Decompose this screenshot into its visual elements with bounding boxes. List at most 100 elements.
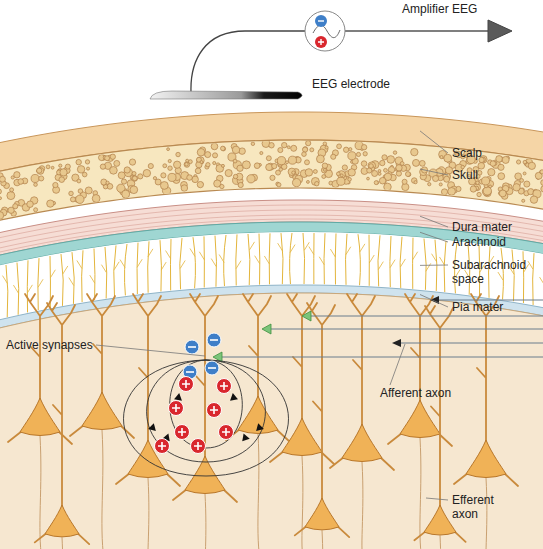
neurons bbox=[8, 294, 518, 549]
trabecula-branch bbox=[199, 252, 204, 260]
trabecula bbox=[512, 250, 514, 302]
bone-pore bbox=[92, 195, 100, 203]
field-arrow bbox=[254, 422, 264, 431]
bone-pore bbox=[251, 142, 254, 145]
plus-sign bbox=[220, 382, 228, 390]
trabecula bbox=[259, 234, 261, 285]
bone-pore bbox=[130, 186, 138, 194]
bone-pore bbox=[143, 169, 150, 176]
bone-pore bbox=[86, 167, 89, 170]
bone-pore bbox=[411, 148, 418, 155]
leader-line bbox=[420, 295, 448, 307]
trabecula-branch bbox=[330, 249, 335, 257]
plus-sign bbox=[318, 39, 324, 45]
bone-pore bbox=[168, 173, 176, 181]
bone-pore bbox=[59, 177, 65, 183]
trabecula-branch bbox=[120, 260, 125, 268]
bone-pore bbox=[220, 184, 224, 188]
trabecula bbox=[303, 233, 305, 284]
amplifier-wave bbox=[313, 25, 340, 37]
trabecula-branch bbox=[528, 261, 533, 269]
bone-pore bbox=[470, 186, 476, 192]
bone-pore bbox=[0, 189, 1, 194]
bone-pore bbox=[242, 161, 250, 169]
bone-pore bbox=[266, 156, 271, 161]
bone-pore bbox=[213, 161, 216, 164]
bone-pore bbox=[110, 154, 115, 159]
amplifier bbox=[305, 11, 345, 51]
trabecula bbox=[82, 250, 83, 302]
trabecula bbox=[27, 260, 29, 312]
bone-pore bbox=[361, 145, 366, 150]
trabecula bbox=[444, 241, 446, 292]
bone-pore bbox=[270, 175, 275, 180]
bone-pore bbox=[516, 160, 520, 164]
bone-pore bbox=[233, 174, 237, 178]
bone-pore bbox=[502, 156, 509, 163]
synapse-terminal bbox=[262, 324, 271, 334]
arrowhead bbox=[392, 339, 401, 347]
bone-pore bbox=[292, 171, 295, 174]
dendrite bbox=[270, 294, 334, 464]
trabecula bbox=[160, 240, 161, 291]
bone-pore bbox=[433, 176, 439, 182]
bone-pore bbox=[523, 172, 526, 175]
bone-pore bbox=[336, 172, 340, 176]
bone-pore bbox=[393, 151, 397, 155]
bone-pore bbox=[160, 182, 168, 190]
trabecula-branch bbox=[190, 248, 195, 256]
afferent-axon-line bbox=[398, 343, 543, 344]
bone-pore bbox=[302, 147, 307, 152]
trabecula-branch bbox=[346, 247, 351, 255]
bone-pore bbox=[13, 204, 18, 209]
bone-pore bbox=[129, 159, 135, 165]
bone-pore bbox=[363, 152, 367, 156]
trabecula bbox=[345, 234, 347, 285]
bone-pore bbox=[76, 195, 84, 203]
bone-pore bbox=[419, 160, 425, 166]
bone-pore bbox=[161, 173, 166, 178]
positive-charge bbox=[207, 403, 222, 418]
neuron-soma bbox=[424, 505, 456, 535]
bone-pore bbox=[266, 164, 273, 171]
trabecula bbox=[378, 235, 380, 286]
trabecula-branch bbox=[309, 247, 314, 255]
synapse-terminal bbox=[302, 311, 311, 321]
bone-pore bbox=[78, 189, 83, 194]
bone-pore bbox=[323, 142, 327, 146]
negative-charge bbox=[207, 333, 221, 347]
bone-pore bbox=[238, 182, 243, 187]
bone-pore bbox=[411, 178, 417, 184]
bone-pore bbox=[541, 180, 543, 186]
bone-pore bbox=[247, 175, 255, 183]
bone-pore bbox=[34, 208, 38, 212]
afferent-axon-line bbox=[268, 329, 543, 330]
positive-charge bbox=[219, 425, 234, 440]
bone-pore bbox=[132, 175, 138, 181]
trabecula bbox=[400, 237, 402, 288]
trabecula bbox=[248, 234, 250, 285]
charges bbox=[155, 333, 234, 454]
bone-pore bbox=[285, 161, 288, 164]
bone-pore bbox=[498, 164, 504, 170]
bone-pore bbox=[277, 183, 281, 187]
bone-pore bbox=[195, 168, 201, 174]
label: Skull bbox=[452, 168, 478, 182]
bone-pore bbox=[342, 165, 347, 170]
signal-line bbox=[345, 30, 490, 32]
trabecula-branch bbox=[219, 255, 224, 263]
trabecula-branch bbox=[498, 272, 503, 280]
positive-charge bbox=[179, 377, 194, 392]
bone-pore bbox=[138, 174, 143, 179]
bone-pore bbox=[167, 148, 170, 151]
trabecula-branch bbox=[27, 285, 32, 293]
bone-pore bbox=[39, 176, 44, 181]
bone-pore bbox=[288, 168, 295, 175]
axon bbox=[148, 478, 150, 549]
bone-pore bbox=[412, 159, 419, 166]
bone-pore bbox=[337, 177, 345, 185]
dendrite bbox=[116, 294, 180, 486]
trabecula bbox=[290, 233, 292, 284]
trabecula bbox=[224, 235, 226, 286]
